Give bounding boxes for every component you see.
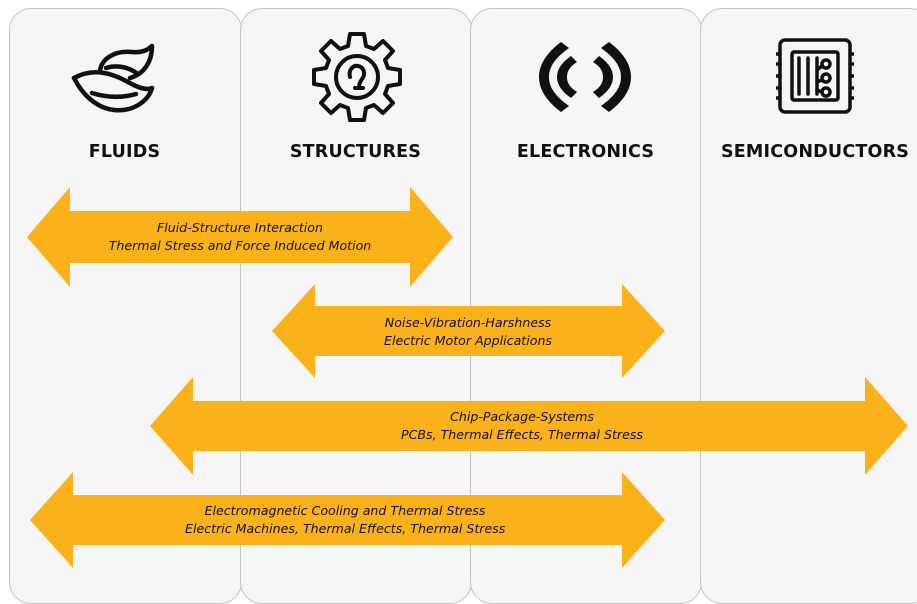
arrow-label-line: PCBs, Thermal Effects, Thermal Stress xyxy=(401,427,643,442)
arrow-label-line: Chip-Package-Systems xyxy=(450,409,594,424)
arrow-label-line: Thermal Stress and Force Induced Motion xyxy=(108,238,372,253)
column-title-semiconductors: SEMICONDUCTORS xyxy=(720,142,910,162)
column-title-fluids: FLUIDS xyxy=(88,142,161,162)
column-title-electronics: ELECTRONICS xyxy=(516,142,655,162)
arrow-label-line: Fluid-Structure Interaction xyxy=(157,220,323,235)
arrow-label-chip-package: Chip-Package-Systems PCBs, Thermal Effec… xyxy=(372,408,672,444)
arrow-label-fluid-structure: Fluid-Structure Interaction Thermal Stre… xyxy=(90,219,390,255)
double-arrow-electromagnetic xyxy=(30,472,665,568)
double-arrow-fluid-structure xyxy=(27,187,453,287)
column-title-structures: STRUCTURES xyxy=(289,142,422,162)
arrow-label-nvh: Noise-Vibration-Harshness Electric Motor… xyxy=(318,314,618,350)
column-semiconductors xyxy=(700,8,917,604)
arrow-label-line: Electric Motor Applications xyxy=(384,333,552,348)
double-arrow-nvh xyxy=(272,284,665,378)
arrow-label-line: Electromagnetic Cooling and Thermal Stre… xyxy=(204,503,486,518)
chip-icon xyxy=(776,38,854,114)
signal-waves-icon xyxy=(539,42,631,112)
arrow-label-line: Noise-Vibration-Harshness xyxy=(384,315,552,330)
double-arrow-chip-package xyxy=(150,377,908,475)
leaf-flow-icon xyxy=(71,43,155,113)
arrow-label-line: Electric Machines, Thermal Effects, Ther… xyxy=(185,521,506,536)
gear-icon xyxy=(312,32,402,122)
arrow-label-electromagnetic: Electromagnetic Cooling and Thermal Stre… xyxy=(185,502,505,538)
